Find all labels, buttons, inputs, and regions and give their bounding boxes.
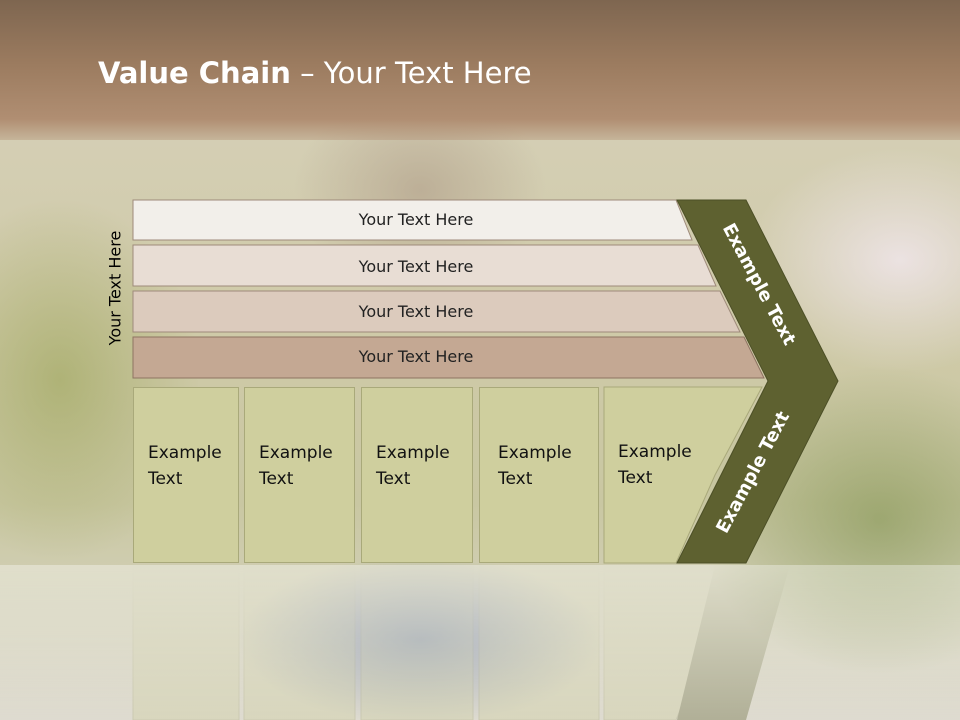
- row-shape-2: [132, 244, 717, 287]
- box-1-line2: Text: [148, 469, 183, 489]
- reflection-shapes: [0, 565, 960, 720]
- activity-box-2: Example Text: [244, 387, 355, 563]
- box-4-line1: Example: [498, 443, 572, 463]
- row-label-3: Your Text Here: [358, 302, 474, 321]
- box-3-line2: Text: [376, 469, 411, 489]
- row-label-2: Your Text Here: [358, 257, 474, 276]
- activity-box-4: Example Text: [479, 387, 599, 563]
- title-bold: Value Chain: [98, 56, 291, 90]
- row-label-1: Your Text Here: [358, 210, 474, 229]
- activity-box-3: Example Text: [361, 387, 473, 563]
- activity-box-5: Example Text: [604, 387, 694, 563]
- box-2-line1: Example: [259, 443, 333, 463]
- activity-box-1: Example Text: [133, 387, 239, 563]
- box-2-line2: Text: [259, 469, 294, 489]
- box-5-line1: Example: [618, 442, 692, 462]
- slide-title: Value Chain – Your Text Here: [98, 56, 532, 90]
- row-shape-3: [132, 290, 741, 333]
- box-3-line1: Example: [376, 443, 450, 463]
- diagram-reflection: [0, 565, 960, 720]
- box-1-line1: Example: [148, 443, 222, 463]
- row-shape-4: [132, 336, 765, 379]
- box-4-line2: Text: [498, 469, 533, 489]
- box-5-shape: [603, 386, 763, 564]
- chevron-arrow: [676, 199, 839, 564]
- row-label-4: Your Text Here: [358, 347, 474, 366]
- title-rest: – Your Text Here: [290, 56, 532, 90]
- title-bar: [0, 0, 960, 140]
- box-5-line2: Text: [618, 468, 653, 488]
- row-shape-1: [132, 199, 693, 241]
